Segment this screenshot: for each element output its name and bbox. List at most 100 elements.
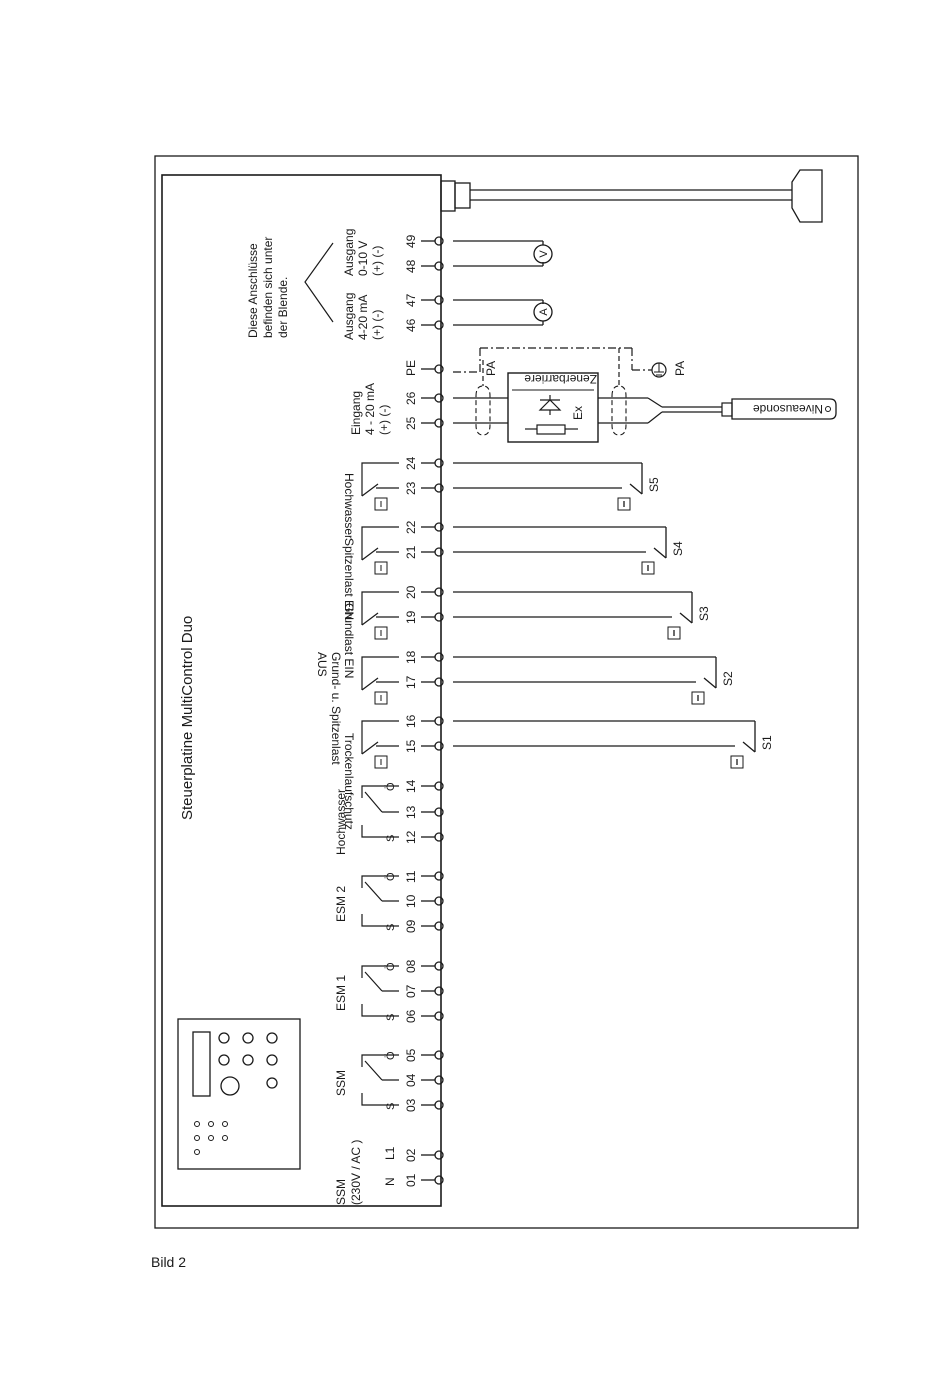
changeover-contact — [361, 785, 399, 838]
note-line-3: der Blende. — [276, 277, 290, 338]
note-line-2: befinden sich unter — [261, 237, 275, 338]
terminal-screw — [434, 1150, 444, 1160]
label-eingang-2: 4 - 20 mA — [363, 383, 377, 435]
terminal-number: 19 — [404, 610, 418, 624]
terminal-number: 26 — [404, 391, 418, 405]
input-contact — [361, 591, 399, 640]
terminal-screw — [434, 1100, 444, 1110]
terminal-08: 08 — [404, 959, 444, 973]
label-eingang-3: (+) (-) — [377, 405, 391, 435]
switch-label: S3 — [697, 606, 711, 621]
switch-label: S2 — [721, 671, 735, 686]
terminal-number: 21 — [404, 545, 418, 559]
terminal-screw — [434, 418, 444, 428]
zener-label: Zenerbarriere — [524, 372, 597, 386]
terminal-number: 05 — [404, 1048, 418, 1062]
label-ausgang-v-2: 0-10 V — [356, 241, 370, 276]
terminal-screw — [434, 295, 444, 305]
probe-label: Niveausonde — [753, 402, 823, 416]
note-line-1: Diese Anschlüsse — [246, 243, 260, 338]
terminal-number: 47 — [404, 293, 418, 307]
terminal-number: 22 — [404, 520, 418, 534]
control-board — [161, 174, 442, 1207]
label-eingang-1: Eingang — [349, 391, 363, 435]
terminal-number: 49 — [404, 234, 418, 248]
float-switch-S2: S2 — [453, 656, 735, 705]
probe-body — [731, 398, 837, 420]
terminal-screw — [434, 781, 444, 791]
float-switch-S1: S1 — [453, 720, 774, 769]
terminal-strip: 0102030405060708091011121314151617181920… — [361, 234, 444, 1187]
terminal-PE: PE — [404, 360, 444, 376]
input-contact — [361, 462, 399, 511]
float-switch-S5: S5 — [453, 462, 661, 511]
label-grund-spitze-2: AUS — [315, 652, 329, 677]
terminal-21: 21 — [404, 545, 444, 559]
terminal-screw — [434, 716, 444, 726]
terminal-number: 11 — [404, 870, 418, 883]
letter-s: S — [385, 1014, 397, 1021]
terminal-number: 06 — [404, 1009, 418, 1023]
terminal-number: 13 — [404, 805, 418, 819]
terminal-screw — [434, 832, 444, 842]
input-contact — [361, 656, 399, 705]
letter-l1: L1 — [383, 1146, 397, 1160]
ammeter: A — [453, 299, 553, 326]
terminal-screw — [434, 1011, 444, 1021]
terminal-20: 20 — [404, 585, 444, 599]
pa-label-left: PA — [484, 361, 498, 376]
terminal-09: 09 — [404, 919, 444, 933]
terminal-screw — [434, 261, 444, 271]
label-esm1: ESM 1 — [334, 975, 348, 1011]
terminal-number: 24 — [404, 456, 418, 470]
label-ausgang-ma-1: Ausgang — [342, 293, 356, 340]
label-hochwasser-relay: Hochwasser — [334, 789, 348, 855]
terminal-01: 01 — [404, 1173, 444, 1187]
terminal-number: 14 — [404, 779, 418, 793]
terminal-number: 12 — [404, 830, 418, 844]
label-ssm: SSM — [334, 1070, 348, 1096]
terminal-02: 02 — [404, 1148, 444, 1162]
note-block: Diese Anschlüsse befinden sich unter der… — [246, 237, 334, 338]
terminal-number: 08 — [404, 959, 418, 973]
voltmeter-symbol: V — [538, 250, 550, 258]
terminal-number: 48 — [404, 259, 418, 273]
float-switch-S4: S4 — [453, 526, 685, 575]
terminal-07: 07 — [404, 984, 444, 998]
terminal-number: 15 — [404, 739, 418, 753]
terminal-05: 05 — [404, 1048, 444, 1062]
terminal-screw — [434, 921, 444, 931]
terminal-number: 23 — [404, 481, 418, 495]
probe-wiring: Niveausonde — [453, 385, 837, 436]
changeover-contact — [361, 875, 399, 927]
voltmeter: V — [453, 240, 553, 267]
changeover-contact — [361, 1054, 399, 1106]
terminal-24: 24 — [404, 456, 444, 470]
board-title: Steuerplatine MultiControl Duo — [179, 616, 196, 820]
cable-gland — [440, 169, 823, 223]
terminal-screw — [434, 612, 444, 622]
terminal-screw — [434, 1050, 444, 1060]
group-labels: SSM (230V / AC ) SSM ESM 1 ESM 2 Hochwas… — [315, 229, 391, 1205]
label-ausgang-ma-2: 4-20 mA — [356, 295, 370, 340]
terminal-screw — [434, 483, 444, 493]
ammeter-symbol: A — [538, 308, 550, 316]
label-ssm-power-2: (230V / AC ) — [349, 1140, 363, 1205]
label-trockenlauf: Trockenlaufschutz — [342, 733, 356, 830]
terminal-number: 16 — [404, 714, 418, 728]
switch-label: S5 — [647, 477, 661, 492]
label-esm2: ESM 2 — [334, 886, 348, 922]
figure-caption: Bild 2 — [151, 1254, 187, 1270]
terminal-12: 12 — [404, 830, 444, 844]
terminal-screw — [434, 807, 444, 817]
terminal-17: 17 — [404, 675, 444, 689]
letter-n: N — [383, 1177, 397, 1186]
terminal-25: 25 — [404, 416, 444, 430]
terminal-number: 10 — [404, 894, 418, 908]
terminal-screw — [434, 236, 444, 246]
label-grundlast: Grundlast EIN — [342, 603, 356, 678]
display-window — [192, 1031, 211, 1097]
note-arrow — [304, 242, 334, 323]
label-ausgang-v-3: (+) (-) — [370, 246, 384, 276]
terminal-03: 03 — [404, 1098, 444, 1112]
